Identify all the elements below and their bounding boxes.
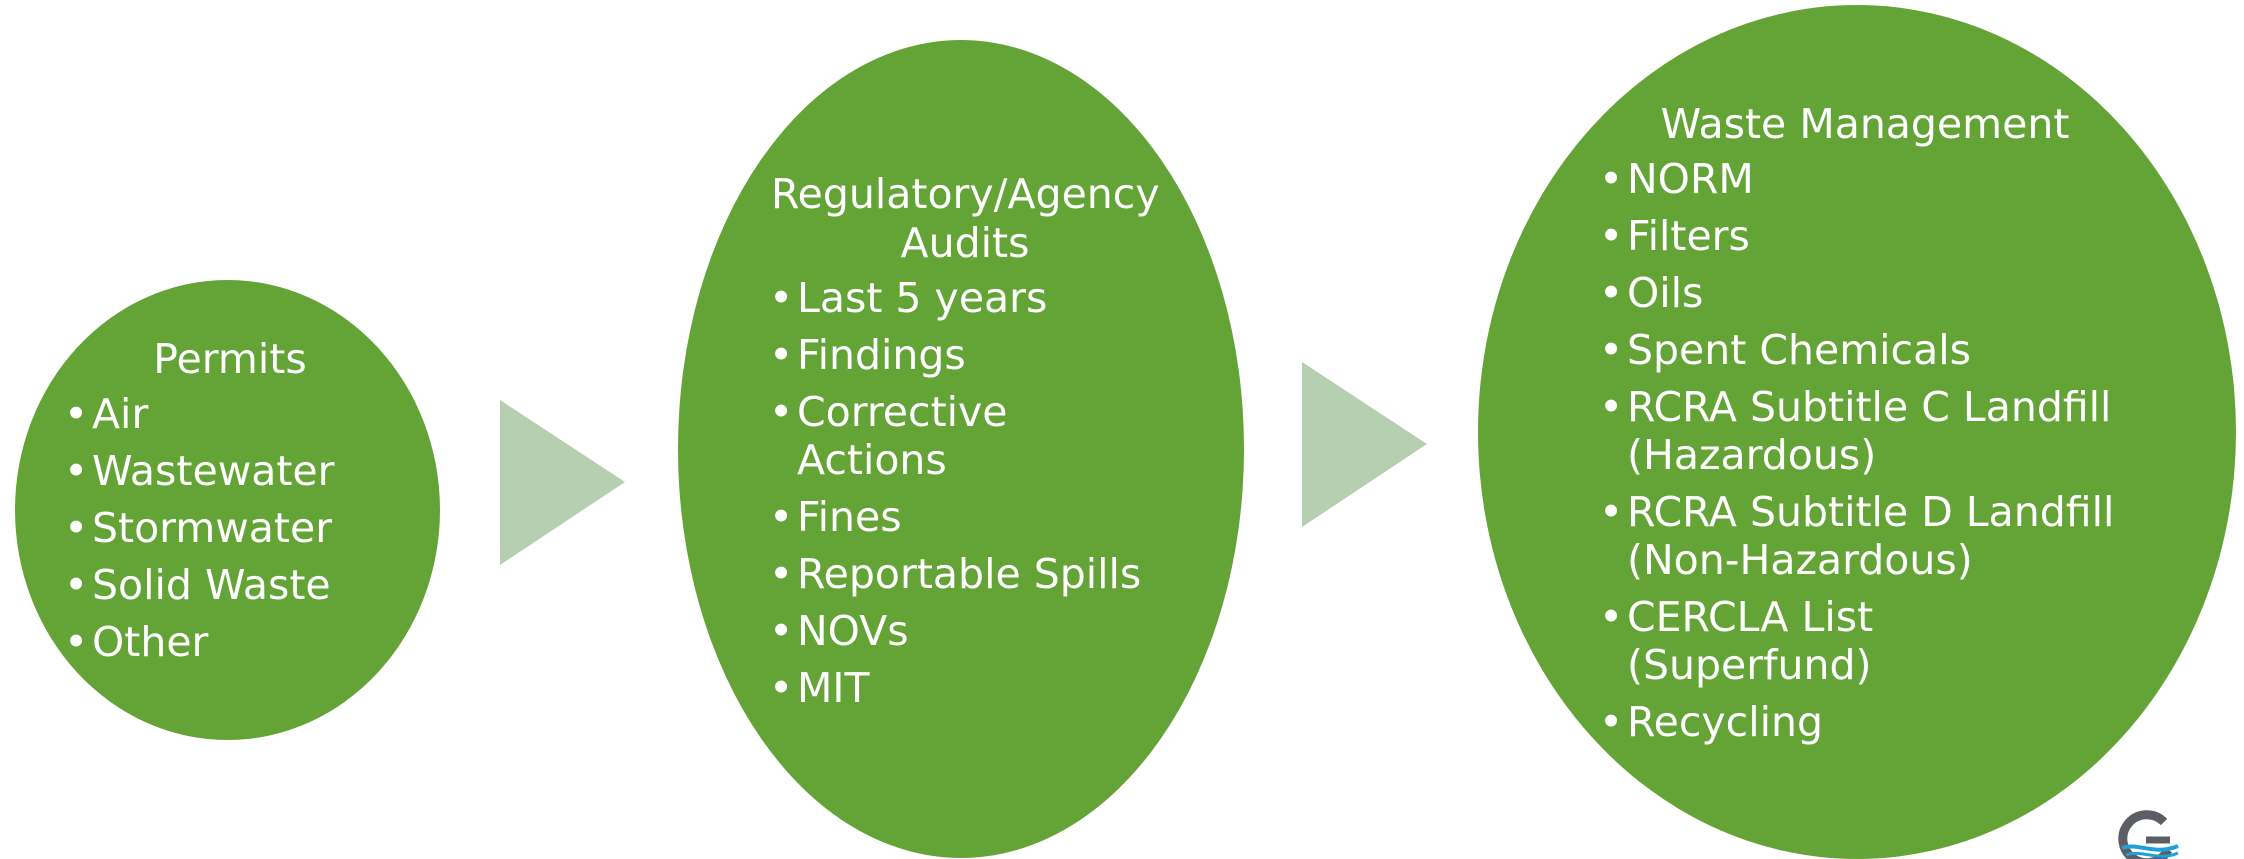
list-item: Wastewater: [60, 447, 400, 495]
stage-list: Air Wastewater Stormwater Solid Waste Ot…: [60, 390, 400, 666]
list-item: RCRA Subtitle D Landfill (Non-Hazardous): [1595, 488, 2147, 584]
list-item: Recycling: [1595, 698, 2135, 746]
stage-list: NORM Filters Oils Spent Chemicals RCRA S…: [1595, 155, 2135, 746]
list-item: CERCLA List (Superfund): [1595, 593, 1927, 689]
list-item: NORM: [1595, 155, 2135, 203]
right-arrow-shape: [1302, 362, 1427, 527]
list-item: Fines: [765, 493, 1165, 541]
list-item: Findings: [765, 331, 1165, 379]
list-item: Last 5 years: [765, 274, 1165, 322]
waste-management-stage: Waste Management NORM Filters Oils Spent…: [1595, 100, 2135, 755]
stage-title: Regulatory/Agency Audits: [771, 170, 1160, 267]
permits-stage: Permits Air Wastewater Stormwater Solid …: [60, 335, 400, 675]
list-item: MIT: [765, 664, 1165, 712]
right-arrow-shape: [500, 400, 625, 565]
list-item: Air: [60, 390, 400, 438]
list-item: Reportable Spills: [765, 550, 1165, 598]
list-item: Other: [60, 618, 400, 666]
list-item: Spent Chemicals: [1595, 326, 2135, 374]
stage-title: Waste Management: [1660, 100, 2070, 148]
right-arrow: [500, 400, 625, 565]
audits-stage: Regulatory/Agency Audits Last 5 years Fi…: [765, 170, 1165, 721]
list-item: NOVs: [765, 607, 1165, 655]
company-logo-icon: [2118, 810, 2179, 859]
stage-list: Last 5 years Findings Corrective Actions…: [765, 274, 1165, 712]
list-item: Solid Waste: [60, 561, 400, 609]
list-item: Filters: [1595, 212, 2135, 260]
list-item: Corrective Actions: [765, 388, 1017, 484]
list-item: Oils: [1595, 269, 2135, 317]
stage-title: Permits: [153, 335, 307, 383]
right-arrow: [1302, 362, 1427, 527]
list-item: RCRA Subtitle C Landfill (Hazardous): [1595, 383, 2147, 479]
list-item: Stormwater: [60, 504, 400, 552]
